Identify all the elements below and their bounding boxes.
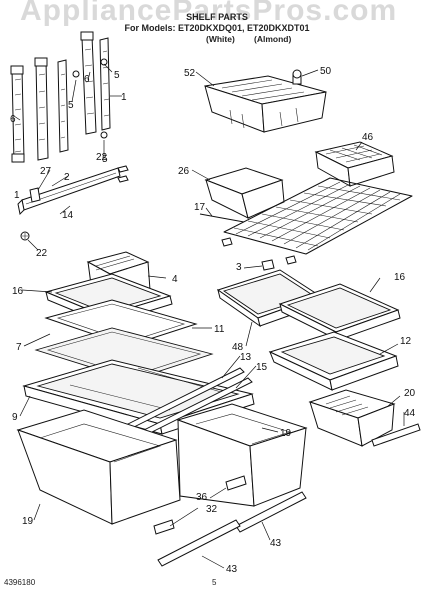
part-screw-5 bbox=[72, 58, 108, 139]
variant-white: (White) bbox=[206, 34, 235, 44]
page-number: 5 bbox=[212, 578, 217, 587]
callout-46: 46 bbox=[362, 132, 374, 143]
callout-19: 19 bbox=[280, 428, 292, 439]
callout-1: 1 bbox=[121, 92, 127, 103]
callout-16: 16 bbox=[12, 286, 24, 297]
part-wire-pin-17 bbox=[199, 213, 245, 223]
callout-6: 6 bbox=[84, 74, 90, 85]
callout-17: 17 bbox=[194, 202, 206, 213]
part-shelf-track-right bbox=[80, 31, 97, 135]
callout-26: 26 bbox=[178, 166, 190, 177]
part-egg-tray-46 bbox=[314, 141, 395, 187]
callout-36: 36 bbox=[196, 492, 208, 503]
callout-16: 16 bbox=[394, 272, 406, 283]
callout-5: 5 bbox=[114, 70, 120, 81]
callout-43: 43 bbox=[226, 564, 238, 575]
callout-20: 20 bbox=[404, 388, 416, 399]
part-shelf-track-far bbox=[99, 37, 111, 131]
part-crisper-19-right bbox=[176, 403, 308, 507]
callout-11: 11 bbox=[214, 324, 225, 335]
callout-22: 22 bbox=[96, 152, 108, 163]
callout-3: 3 bbox=[236, 262, 242, 273]
diagram-title: SHELF PARTS bbox=[186, 12, 248, 22]
part-bin-26 bbox=[204, 167, 285, 219]
callout-labels: 1 1 2 3 4 5 5 5 6 6 7 9 11 12 13 14 15 1… bbox=[10, 66, 416, 575]
part-knob-50 bbox=[292, 69, 302, 85]
callout-2: 2 bbox=[64, 172, 70, 183]
doc-number: 4396180 bbox=[4, 578, 36, 587]
callout-22: 22 bbox=[36, 248, 48, 259]
part-screw-22-lower bbox=[20, 231, 30, 241]
callout-44: 44 bbox=[404, 408, 416, 419]
callout-50: 50 bbox=[320, 66, 332, 77]
callout-5: 5 bbox=[68, 100, 74, 111]
part-screw-22-upper bbox=[117, 165, 129, 183]
part-frame-12 bbox=[268, 331, 399, 391]
part-rail-43-left bbox=[157, 519, 241, 567]
callout-14: 14 bbox=[62, 210, 74, 221]
callout-52: 52 bbox=[184, 68, 196, 79]
part-clip-3 bbox=[221, 237, 297, 271]
part-shelf-track-left-2 bbox=[34, 57, 49, 161]
callout-27: 27 bbox=[40, 166, 52, 177]
part-cap-32 bbox=[153, 519, 175, 535]
callout-48: 48 bbox=[232, 342, 244, 353]
part-support-bar-14 bbox=[17, 167, 121, 216]
part-shelf-16-right bbox=[278, 283, 401, 341]
part-shelf-48 bbox=[216, 269, 323, 328]
part-shelf-track-left-3 bbox=[57, 59, 69, 153]
callout-12: 12 bbox=[400, 336, 412, 347]
callout-4: 4 bbox=[172, 274, 178, 285]
part-bin-52 bbox=[204, 75, 327, 133]
callout-9: 9 bbox=[12, 412, 18, 423]
model-numbers: For Models: ET20DKXDQ01, ET20DKXDT01 bbox=[124, 23, 310, 33]
callout-7: 7 bbox=[16, 342, 22, 353]
part-rail-43-right bbox=[235, 491, 307, 533]
part-drawer-20 bbox=[308, 389, 396, 447]
leader-lines bbox=[13, 63, 405, 569]
callout-43: 43 bbox=[270, 538, 282, 549]
part-shelf-track-left-1 bbox=[10, 65, 25, 163]
callout-5: 5 bbox=[102, 154, 108, 165]
callout-6: 6 bbox=[10, 114, 16, 125]
callout-19: 19 bbox=[22, 516, 34, 527]
watermark-text: AppliancePartsPros.com bbox=[20, 0, 398, 27]
callout-32: 32 bbox=[206, 504, 218, 515]
part-bracket-27 bbox=[29, 187, 41, 203]
callout-1: 1 bbox=[14, 190, 20, 201]
part-wire-shelf bbox=[223, 177, 413, 255]
part-crisper-19-left bbox=[16, 409, 181, 525]
variant-almond: (Almond) bbox=[254, 34, 292, 44]
callout-13: 13 bbox=[240, 352, 252, 363]
part-rail-44 bbox=[371, 423, 421, 447]
part-cap-36 bbox=[225, 475, 247, 491]
callout-15: 15 bbox=[256, 362, 268, 373]
